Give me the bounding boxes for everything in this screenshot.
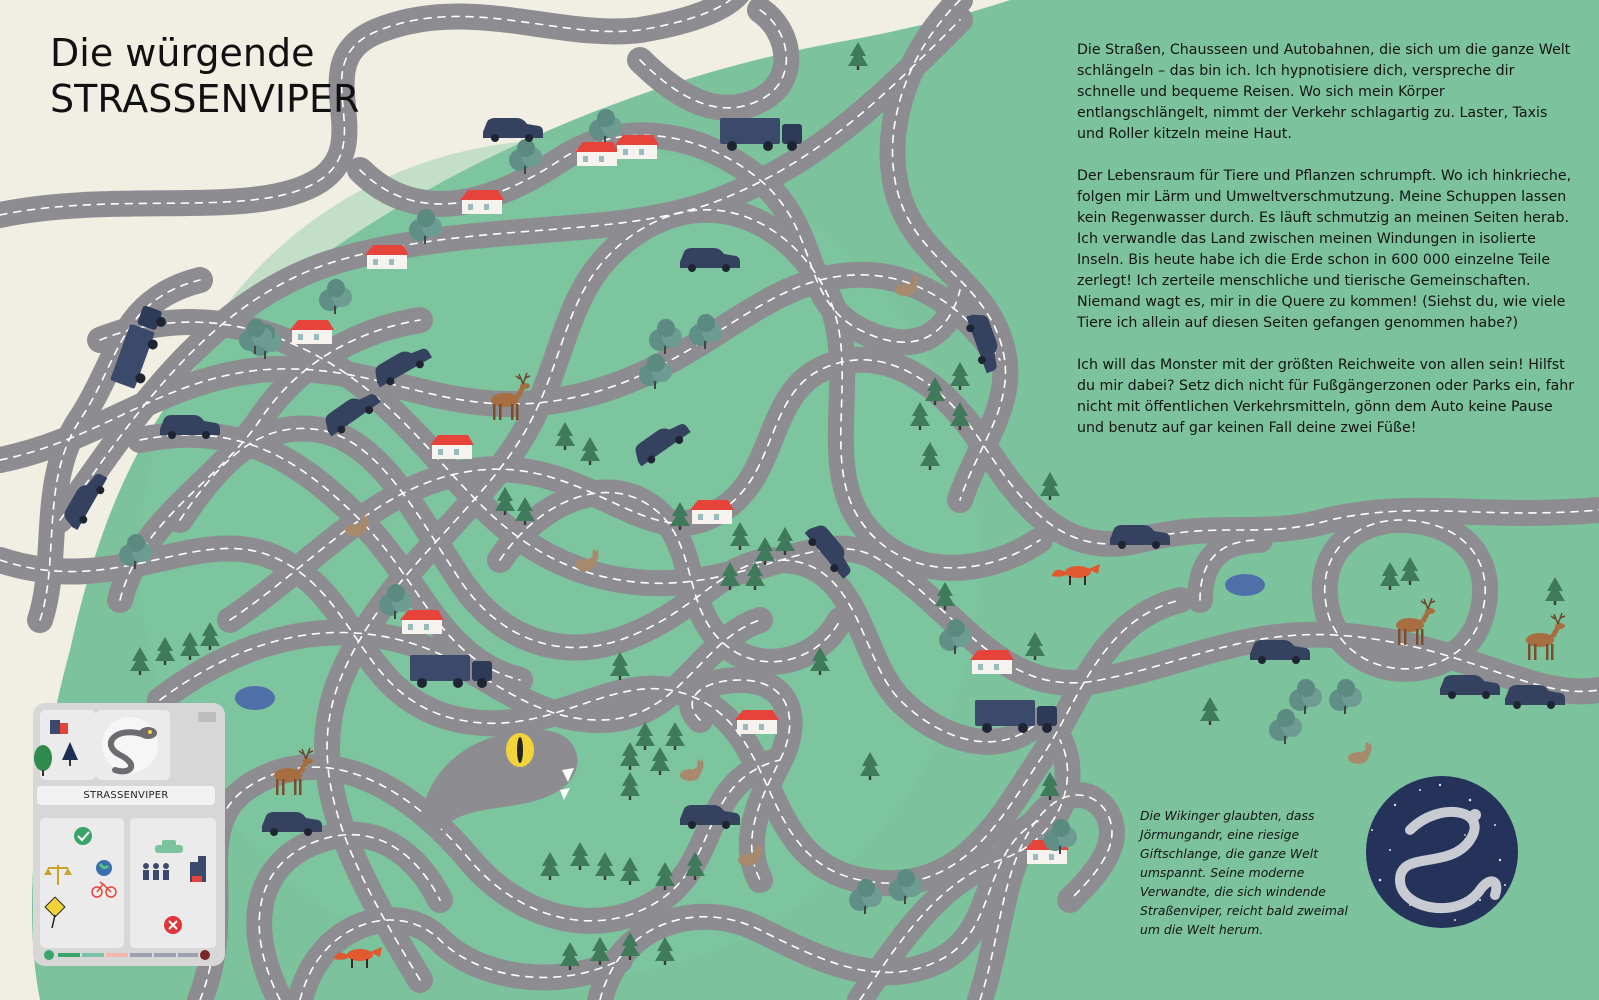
- globe-icon: [96, 860, 112, 876]
- cross-icon: [164, 916, 182, 934]
- page-title: Die würgende STRASSENVIPER: [50, 30, 359, 122]
- serpent-icon: [1394, 806, 1502, 914]
- viking-caption: Die Wikinger glaubten, dass Jörmungandr,…: [1140, 808, 1348, 937]
- scales-icon: [44, 865, 72, 885]
- road-sign-icon: [44, 896, 66, 929]
- snake-head: [420, 730, 578, 830]
- body-text: Die Straßen, Chausseen und Autobahnen, d…: [1077, 40, 1577, 460]
- info-card-graphics: [33, 703, 225, 966]
- progress-track: [44, 950, 210, 960]
- house-icon: [50, 720, 68, 734]
- paragraph-3: Ich will das Monster mit der größten Rei…: [1077, 357, 1575, 436]
- bicycle-icon: [91, 881, 117, 898]
- title-line-2: STRASSENVIPER: [50, 77, 360, 121]
- title-line-1: Die würgende: [50, 31, 315, 75]
- ponds: [235, 574, 1265, 710]
- card-label: STRASSENVIPER: [37, 786, 215, 805]
- snake-icon: [102, 717, 158, 775]
- paragraph-1: Die Straßen, Chausseen und Autobahnen, d…: [1077, 42, 1571, 142]
- car-icon: [155, 840, 183, 853]
- check-icon: [74, 827, 92, 845]
- people-icon: [143, 863, 169, 880]
- jormungandr-circle: [1366, 776, 1518, 928]
- city-icon: [190, 856, 206, 882]
- tree-icon: [34, 742, 78, 776]
- paragraph-2: Der Lebensraum für Tiere und Pflanzen sc…: [1077, 168, 1572, 331]
